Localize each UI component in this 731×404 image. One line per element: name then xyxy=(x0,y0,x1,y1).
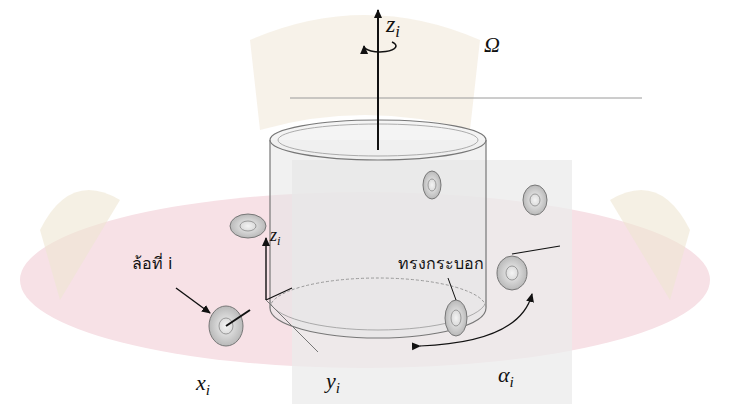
axis-label: zi xyxy=(386,12,400,41)
wheel-label: ล้อที่ i xyxy=(132,256,173,272)
axis-label: xi xyxy=(196,372,210,397)
part-label: ทรงกระบอก xyxy=(398,256,484,272)
angle-label: αi xyxy=(498,364,514,389)
axis-label: zi xyxy=(270,226,281,247)
rotation-label: Ω xyxy=(484,34,500,56)
axis-label: yi xyxy=(326,370,340,395)
